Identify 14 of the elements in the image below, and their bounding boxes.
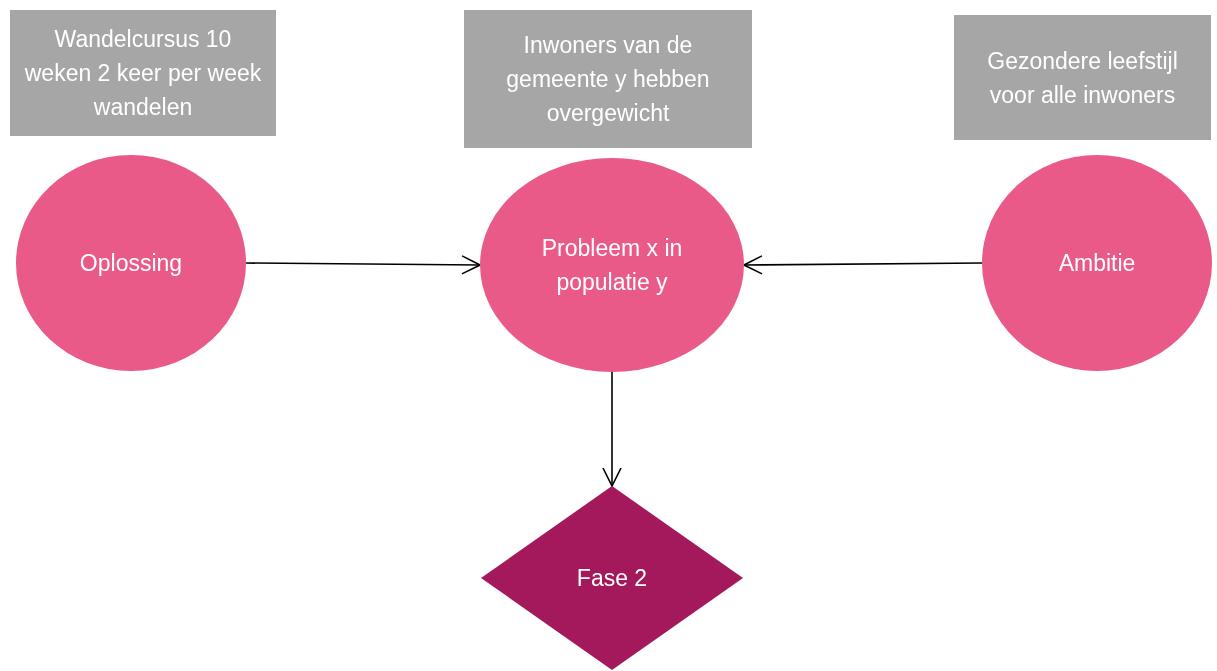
arrow	[743, 255, 983, 275]
text-box	[954, 15, 1211, 140]
decision-diamond	[481, 486, 743, 670]
node-label: Ambitie	[1058, 249, 1136, 278]
node-label: Oplossing	[79, 249, 183, 278]
node-label: Fase 2	[576, 564, 648, 593]
text-box	[464, 10, 752, 148]
node-label: Gezondere leefstijl voor alle inwoners	[986, 46, 1179, 110]
arrow	[602, 371, 622, 487]
node-label: Probleem x in populatie y	[540, 234, 684, 297]
node-label: Inwoners van de gemeente y hebben overgewicht	[505, 31, 711, 128]
node-label: Wandelcursus 10 weken 2 keer per week wandelen	[24, 25, 262, 122]
text-box	[10, 10, 276, 136]
arrow	[245, 255, 481, 275]
